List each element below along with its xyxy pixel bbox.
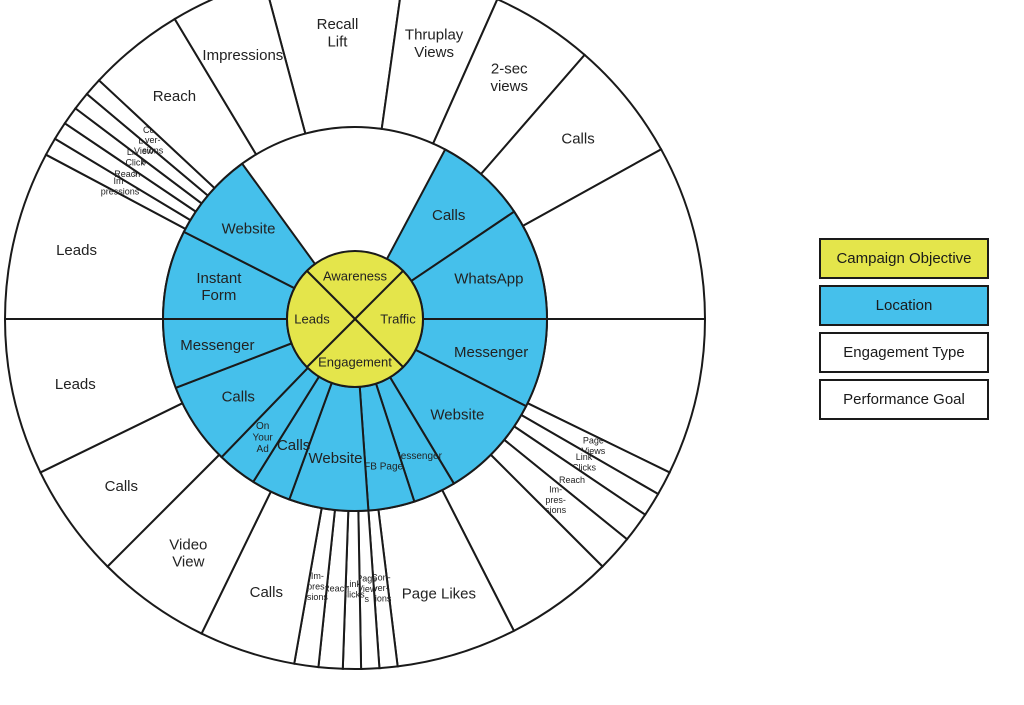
legend: Campaign Objective Location Engagement T…	[819, 238, 989, 426]
location-label: Website	[309, 450, 363, 467]
legend-item-location: Location	[819, 285, 989, 326]
goal-label: Calls	[561, 131, 594, 148]
objective-segment	[353, 269, 424, 369]
legend-label: Engagement Type	[843, 344, 965, 361]
goal-label: Page Likes	[402, 586, 476, 603]
goal-label: Im-pres-sions	[307, 571, 329, 602]
location-label: WhatsApp	[454, 270, 523, 287]
objective-label: Leads	[294, 312, 330, 327]
objective-segment	[305, 317, 405, 388]
goal-label: Calls	[250, 584, 283, 601]
location-label: Messenger	[392, 451, 442, 462]
goal-segment	[380, 0, 499, 145]
legend-label: Location	[875, 297, 933, 314]
legend-label: Performance Goal	[843, 391, 965, 408]
location-label: Calls	[277, 437, 310, 454]
location-label: Website	[222, 220, 276, 237]
objective-segment	[305, 250, 405, 321]
goal-label: Reach	[559, 475, 585, 485]
legend-item-engagement-type: Engagement Type	[819, 332, 989, 373]
goal-label: Calls	[105, 478, 138, 495]
location-label: Calls	[432, 207, 465, 224]
location-label: Messenger	[180, 337, 254, 354]
goal-label: Im-pres-sions	[545, 484, 567, 515]
goal-label: Im-pressions	[101, 176, 140, 196]
location-label: Messenger	[454, 344, 528, 361]
goal-label: Leads	[55, 376, 96, 393]
goal-segment	[268, 0, 401, 135]
legend-label: Campaign Objective	[836, 250, 972, 267]
objective-label: Awareness	[323, 269, 388, 284]
goal-label: Reach	[323, 583, 349, 593]
goal-label: Impressions	[202, 47, 283, 64]
goal-label: Con-ver-sions	[370, 573, 392, 604]
goal-label: Leads	[56, 242, 97, 259]
objective-label: Engagement	[318, 355, 392, 370]
objective-label: Traffic	[380, 312, 416, 327]
location-label: Website	[430, 407, 484, 424]
location-label: FB Page	[364, 462, 403, 473]
objective-segment	[286, 269, 357, 369]
goal-label: Reach	[114, 169, 140, 179]
goal-segment	[173, 0, 307, 156]
legend-item-performance-goal: Performance Goal	[819, 379, 989, 420]
goal-label: Reach	[153, 88, 196, 105]
location-label: Calls	[222, 389, 255, 406]
legend-item-campaign-objective: Campaign Objective	[819, 238, 989, 279]
